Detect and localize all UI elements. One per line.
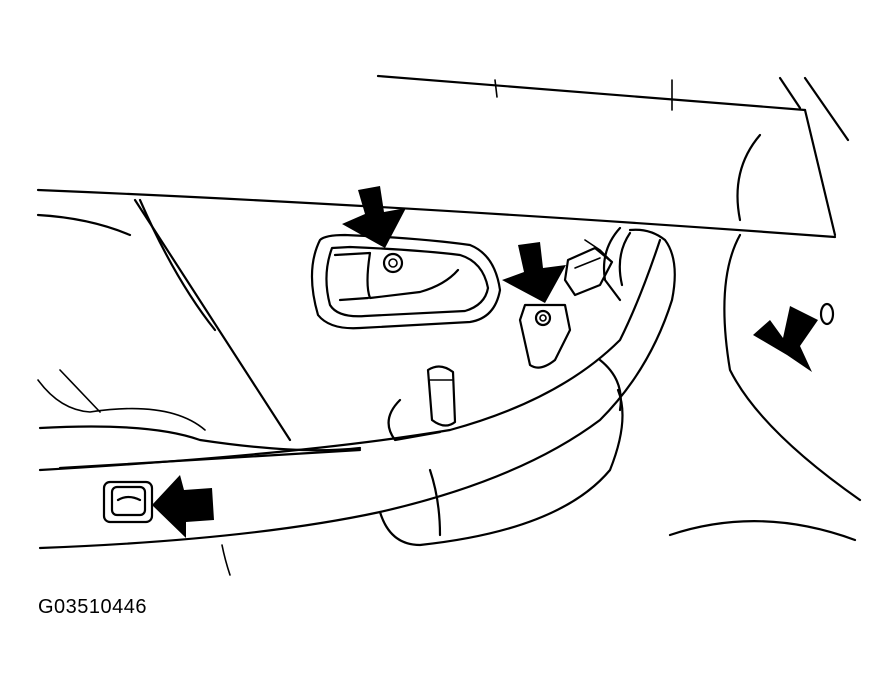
clip-hole [819, 302, 835, 326]
arm-rest [38, 226, 676, 550]
front-clip-arrow-icon [753, 306, 818, 372]
lower-screw-arrow-icon [152, 475, 214, 538]
trim-panel-edges [36, 198, 362, 452]
lower-screw-cover [102, 480, 154, 524]
door-frame-outline [36, 74, 862, 502]
lower-panel-lines [221, 302, 857, 576]
handle-screw [382, 252, 404, 274]
armrest-screw-arrow-icon [502, 242, 566, 303]
figure-code-label: G03510446 [38, 596, 148, 618]
inner-door-handle [310, 233, 502, 330]
callout-arrows [152, 186, 818, 538]
handle-screw-arrow-icon [342, 186, 406, 248]
armrest-screw [534, 309, 552, 327]
